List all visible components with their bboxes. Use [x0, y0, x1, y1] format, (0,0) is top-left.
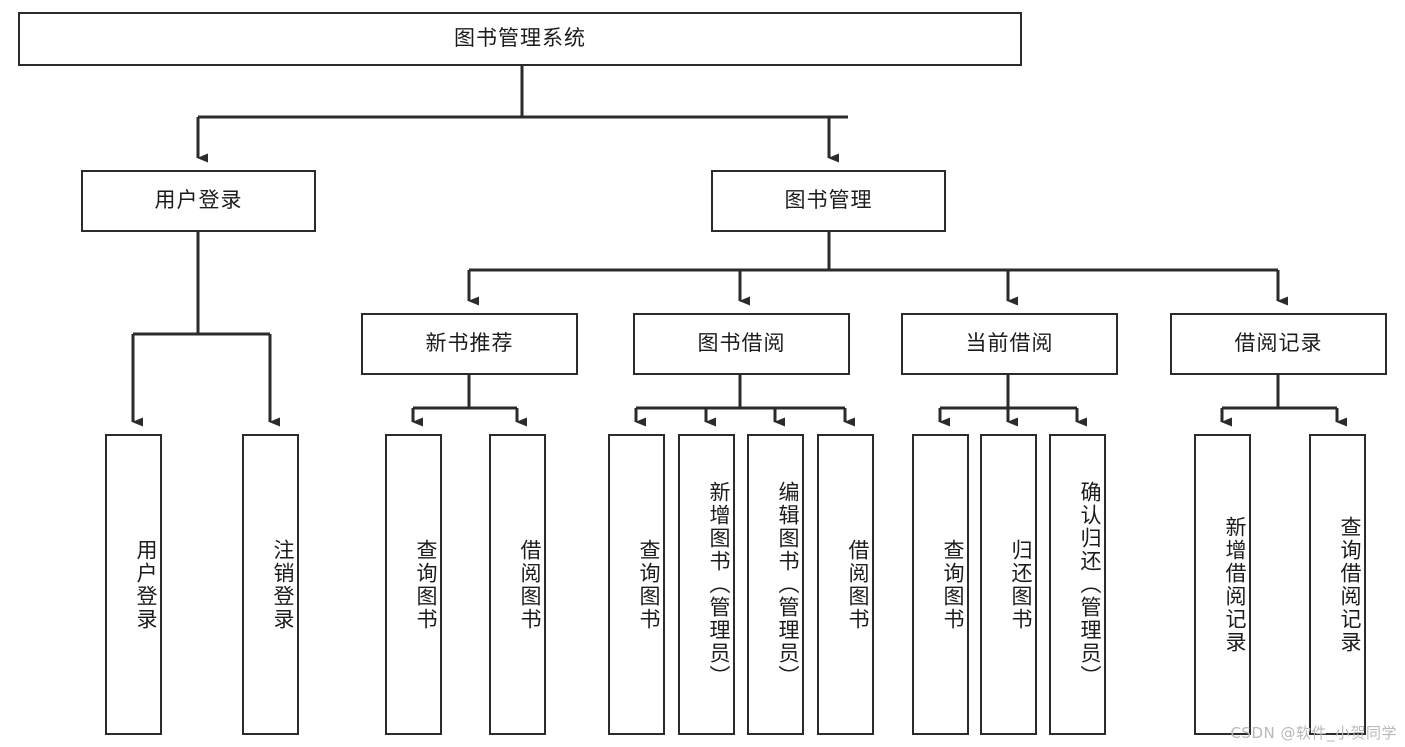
node-user-login-label: 用户登录 — [154, 188, 243, 213]
leaf-borrow-add-book-label: 新增图书（管理员） — [707, 481, 731, 688]
leaf-user-login[interactable]: 用户登录 — [105, 434, 162, 735]
leaf-record-add-label: 新增借阅记录 — [1223, 515, 1247, 654]
leaf-borrow-query[interactable]: 查询图书 — [608, 434, 665, 735]
leaf-current-return-label: 归还图书 — [1009, 538, 1033, 631]
leaf-logout-login[interactable]: 注销登录 — [242, 434, 299, 735]
leaf-newbook-borrow[interactable]: 借阅图书 — [489, 434, 546, 735]
leaf-newbook-query[interactable]: 查询图书 — [385, 434, 442, 735]
leaf-user-login-label: 用户登录 — [134, 538, 158, 631]
node-borrow-record-label: 借阅记录 — [1234, 331, 1323, 356]
leaf-borrow-borrow-book[interactable]: 借阅图书 — [817, 434, 874, 735]
node-new-book-recommend[interactable]: 新书推荐 — [361, 313, 578, 375]
node-new-book-recommend-label: 新书推荐 — [425, 331, 514, 356]
leaf-newbook-borrow-label: 借阅图书 — [518, 538, 542, 631]
leaf-current-return[interactable]: 归还图书 — [980, 434, 1037, 735]
node-user-login[interactable]: 用户登录 — [81, 170, 316, 232]
watermark: CSDN @软件_小贺同学 — [1230, 724, 1397, 742]
leaf-current-query-label: 查询图书 — [941, 538, 965, 631]
leaf-newbook-query-label: 查询图书 — [414, 538, 438, 631]
node-book-management-label: 图书管理 — [784, 188, 873, 213]
node-current-borrow[interactable]: 当前借阅 — [901, 313, 1118, 375]
leaf-record-query[interactable]: 查询借阅记录 — [1309, 434, 1366, 735]
node-borrow-record[interactable]: 借阅记录 — [1170, 313, 1387, 375]
node-book-borrow-label: 图书借阅 — [697, 331, 786, 356]
node-book-management[interactable]: 图书管理 — [711, 170, 946, 232]
leaf-current-confirm-return[interactable]: 确认归还（管理员） — [1049, 434, 1106, 735]
leaf-current-query[interactable]: 查询图书 — [912, 434, 969, 735]
node-root-label: 图书管理系统 — [454, 26, 586, 51]
leaf-borrow-edit-book[interactable]: 编辑图书（管理员） — [747, 434, 804, 735]
leaf-record-query-label: 查询借阅记录 — [1338, 515, 1362, 654]
leaf-borrow-add-book[interactable]: 新增图书（管理员） — [678, 434, 735, 735]
node-root[interactable]: 图书管理系统 — [18, 12, 1022, 66]
leaf-current-confirm-return-label: 确认归还（管理员） — [1078, 481, 1102, 688]
leaf-logout-login-label: 注销登录 — [271, 538, 295, 631]
leaf-borrow-edit-book-label: 编辑图书（管理员） — [776, 481, 800, 688]
leaf-record-add[interactable]: 新增借阅记录 — [1194, 434, 1251, 735]
leaf-borrow-borrow-book-label: 借阅图书 — [846, 538, 870, 631]
node-book-borrow[interactable]: 图书借阅 — [633, 313, 850, 375]
node-current-borrow-label: 当前借阅 — [965, 331, 1054, 356]
leaf-borrow-query-label: 查询图书 — [637, 538, 661, 631]
